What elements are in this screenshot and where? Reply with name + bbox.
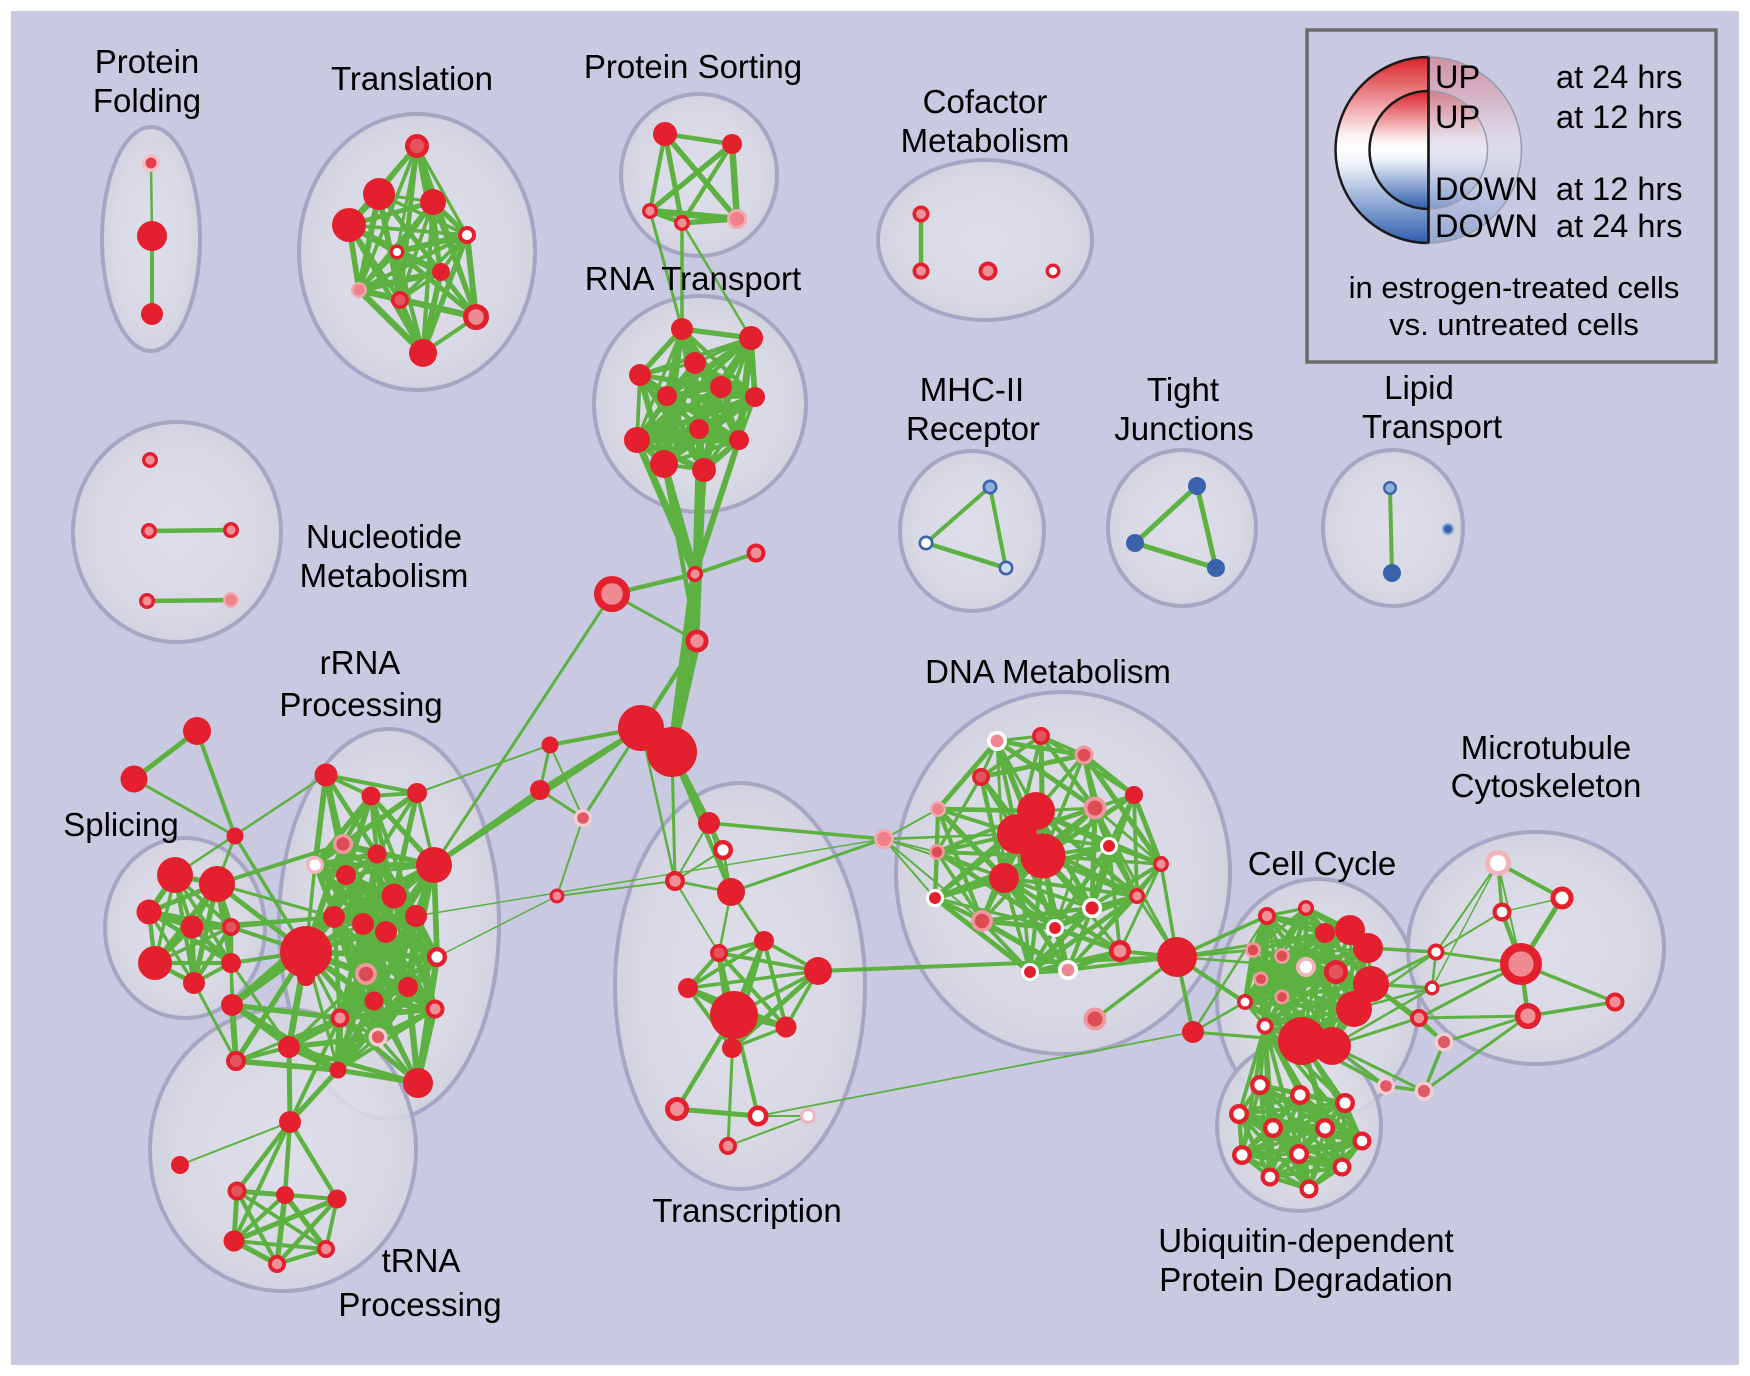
svg-text:DOWN: DOWN (1435, 171, 1538, 207)
svg-text:Metabolism: Metabolism (300, 557, 469, 594)
svg-text:Transport: Transport (1362, 408, 1502, 445)
svg-text:MHC-II: MHC-II (920, 371, 1024, 408)
svg-text:DOWN: DOWN (1435, 208, 1538, 244)
svg-text:at 12 hrs: at 12 hrs (1556, 99, 1682, 135)
svg-text:Protein Sorting: Protein Sorting (584, 48, 802, 85)
svg-text:Processing: Processing (338, 1286, 501, 1323)
svg-text:UP: UP (1435, 59, 1480, 95)
svg-text:rRNA: rRNA (320, 644, 401, 681)
svg-text:at 24 hrs: at 24 hrs (1556, 208, 1682, 244)
svg-text:Cytoskeleton: Cytoskeleton (1451, 767, 1642, 804)
svg-text:Nucleotide: Nucleotide (306, 518, 462, 555)
svg-text:Cofactor: Cofactor (923, 83, 1048, 120)
svg-text:tRNA: tRNA (382, 1242, 461, 1279)
svg-text:Protein Degradation: Protein Degradation (1159, 1261, 1453, 1298)
svg-text:Splicing: Splicing (63, 806, 179, 843)
svg-text:Processing: Processing (279, 686, 442, 723)
svg-text:Translation: Translation (331, 60, 493, 97)
svg-text:Tight: Tight (1147, 371, 1219, 408)
svg-text:Microtubule: Microtubule (1461, 729, 1632, 766)
svg-text:vs. untreated cells: vs. untreated cells (1389, 307, 1639, 342)
svg-text:UP: UP (1435, 99, 1480, 135)
svg-text:in estrogen-treated cells: in estrogen-treated cells (1349, 270, 1680, 305)
svg-text:Folding: Folding (93, 82, 201, 119)
svg-text:Protein: Protein (95, 43, 200, 80)
svg-text:Junctions: Junctions (1114, 410, 1253, 447)
svg-text:Transcription: Transcription (652, 1192, 842, 1229)
svg-text:Lipid: Lipid (1384, 369, 1454, 406)
svg-text:RNA Transport: RNA Transport (585, 260, 801, 297)
svg-text:Metabolism: Metabolism (901, 122, 1070, 159)
svg-text:at 12 hrs: at 12 hrs (1556, 171, 1682, 207)
svg-text:at 24 hrs: at 24 hrs (1556, 59, 1682, 95)
svg-text:Receptor: Receptor (906, 410, 1040, 447)
svg-text:DNA Metabolism: DNA Metabolism (925, 653, 1171, 690)
svg-text:Cell Cycle: Cell Cycle (1248, 845, 1397, 882)
svg-text:Ubiquitin-dependent: Ubiquitin-dependent (1158, 1222, 1453, 1259)
